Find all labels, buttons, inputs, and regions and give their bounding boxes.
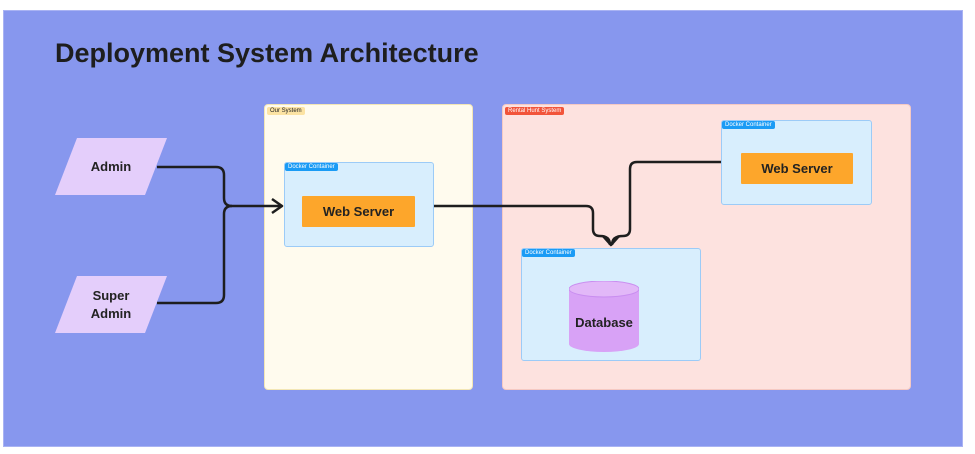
database-cylinder[interactable]: Database <box>568 280 640 352</box>
actor-super-admin-label-2: Admin <box>90 305 132 321</box>
rental-hunt-label: Rental Hunt System <box>505 107 565 115</box>
connector-web-to-db <box>434 204 612 246</box>
our-web-server[interactable]: Web Server <box>302 196 415 227</box>
our-docker-label: Docker Container <box>285 163 338 171</box>
database-icon <box>568 280 640 352</box>
connector-superadmin-to-web <box>157 204 233 305</box>
rental-db-docker-label: Docker Container <box>522 249 575 257</box>
actor-admin[interactable]: Admin <box>55 138 167 195</box>
connector-rental-web-to-db <box>610 160 721 246</box>
database-label: Database <box>575 315 633 330</box>
arrowhead-our-web <box>271 197 284 215</box>
arrowhead-db <box>602 235 620 247</box>
rental-web-server[interactable]: Web Server <box>741 153 853 184</box>
actor-super-admin-label-1: Super <box>92 287 130 303</box>
actor-admin-label: Admin <box>90 158 132 174</box>
our-system-label: Our System <box>267 107 305 115</box>
our-system-frame[interactable]: Our System <box>264 104 473 390</box>
rental-web-docker-label: Docker Container <box>722 121 775 129</box>
connector-admin-to-web <box>157 165 282 208</box>
diagram-title: Deployment System Architecture <box>55 38 479 68</box>
